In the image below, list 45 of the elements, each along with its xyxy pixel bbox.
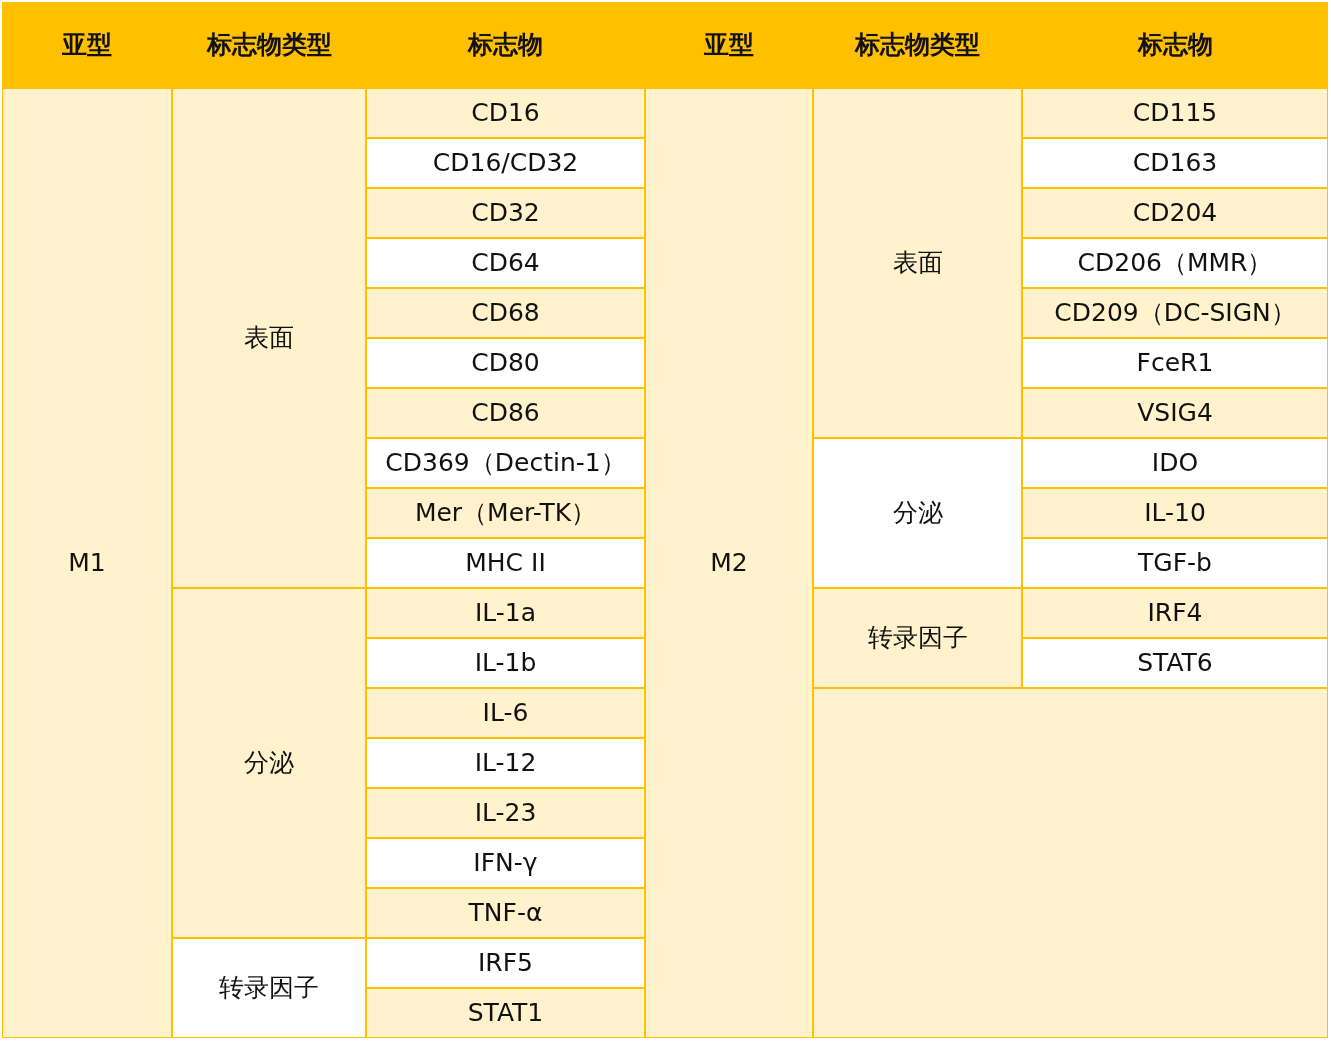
table-cell: STAT1	[366, 988, 645, 1038]
table-cell: TNF-α	[366, 888, 645, 938]
table-cell: CD115	[1022, 88, 1328, 138]
table-cell: VSIG4	[1022, 388, 1328, 438]
table-cell: CD204	[1022, 188, 1328, 238]
table-cell: CD16	[366, 88, 645, 138]
table-cell: IL-1a	[366, 588, 645, 638]
header-cell: 标志物	[1022, 2, 1328, 88]
header-cell: 亚型	[2, 2, 172, 88]
table-cell: 表面	[813, 88, 1022, 438]
table-cell: 转录因子	[813, 588, 1022, 688]
table-cell: CD369（Dectin-1）	[366, 438, 645, 488]
table-cell: 表面	[172, 88, 366, 588]
table-cell: IL-1b	[366, 638, 645, 688]
table-cell: TGF-b	[1022, 538, 1328, 588]
table-cell: CD68	[366, 288, 645, 338]
table-cell: FceR1	[1022, 338, 1328, 388]
table-cell: M2	[645, 88, 813, 1038]
table-cell: 分泌	[813, 438, 1022, 588]
table-cell: IRF4	[1022, 588, 1328, 638]
header-cell: 标志物类型	[813, 2, 1022, 88]
table-cell: IL-23	[366, 788, 645, 838]
table-cell: MHC II	[366, 538, 645, 588]
table-cell: CD163	[1022, 138, 1328, 188]
header-cell: 标志物类型	[172, 2, 366, 88]
table-cell: CD80	[366, 338, 645, 388]
table-cell: CD206（MMR）	[1022, 238, 1328, 288]
table-cell: CD32	[366, 188, 645, 238]
table-cell: IL-12	[366, 738, 645, 788]
header-cell: 标志物	[366, 2, 645, 88]
table-cell: STAT6	[1022, 638, 1328, 688]
table-cell: IFN-γ	[366, 838, 645, 888]
table-cell: 分泌	[172, 588, 366, 938]
table-cell: CD209（DC-SIGN）	[1022, 288, 1328, 338]
table-cell: M1	[2, 88, 172, 1038]
table-cell: CD86	[366, 388, 645, 438]
table-cell: IDO	[1022, 438, 1328, 488]
header-cell: 亚型	[645, 2, 813, 88]
table-cell: 转录因子	[172, 938, 366, 1038]
table-cell: IRF5	[366, 938, 645, 988]
table-cell: Mer（Mer-TK）	[366, 488, 645, 538]
table-cell: CD64	[366, 238, 645, 288]
table-cell: IL-10	[1022, 488, 1328, 538]
table-cell: CD16/CD32	[366, 138, 645, 188]
table-cell: IL-6	[366, 688, 645, 738]
